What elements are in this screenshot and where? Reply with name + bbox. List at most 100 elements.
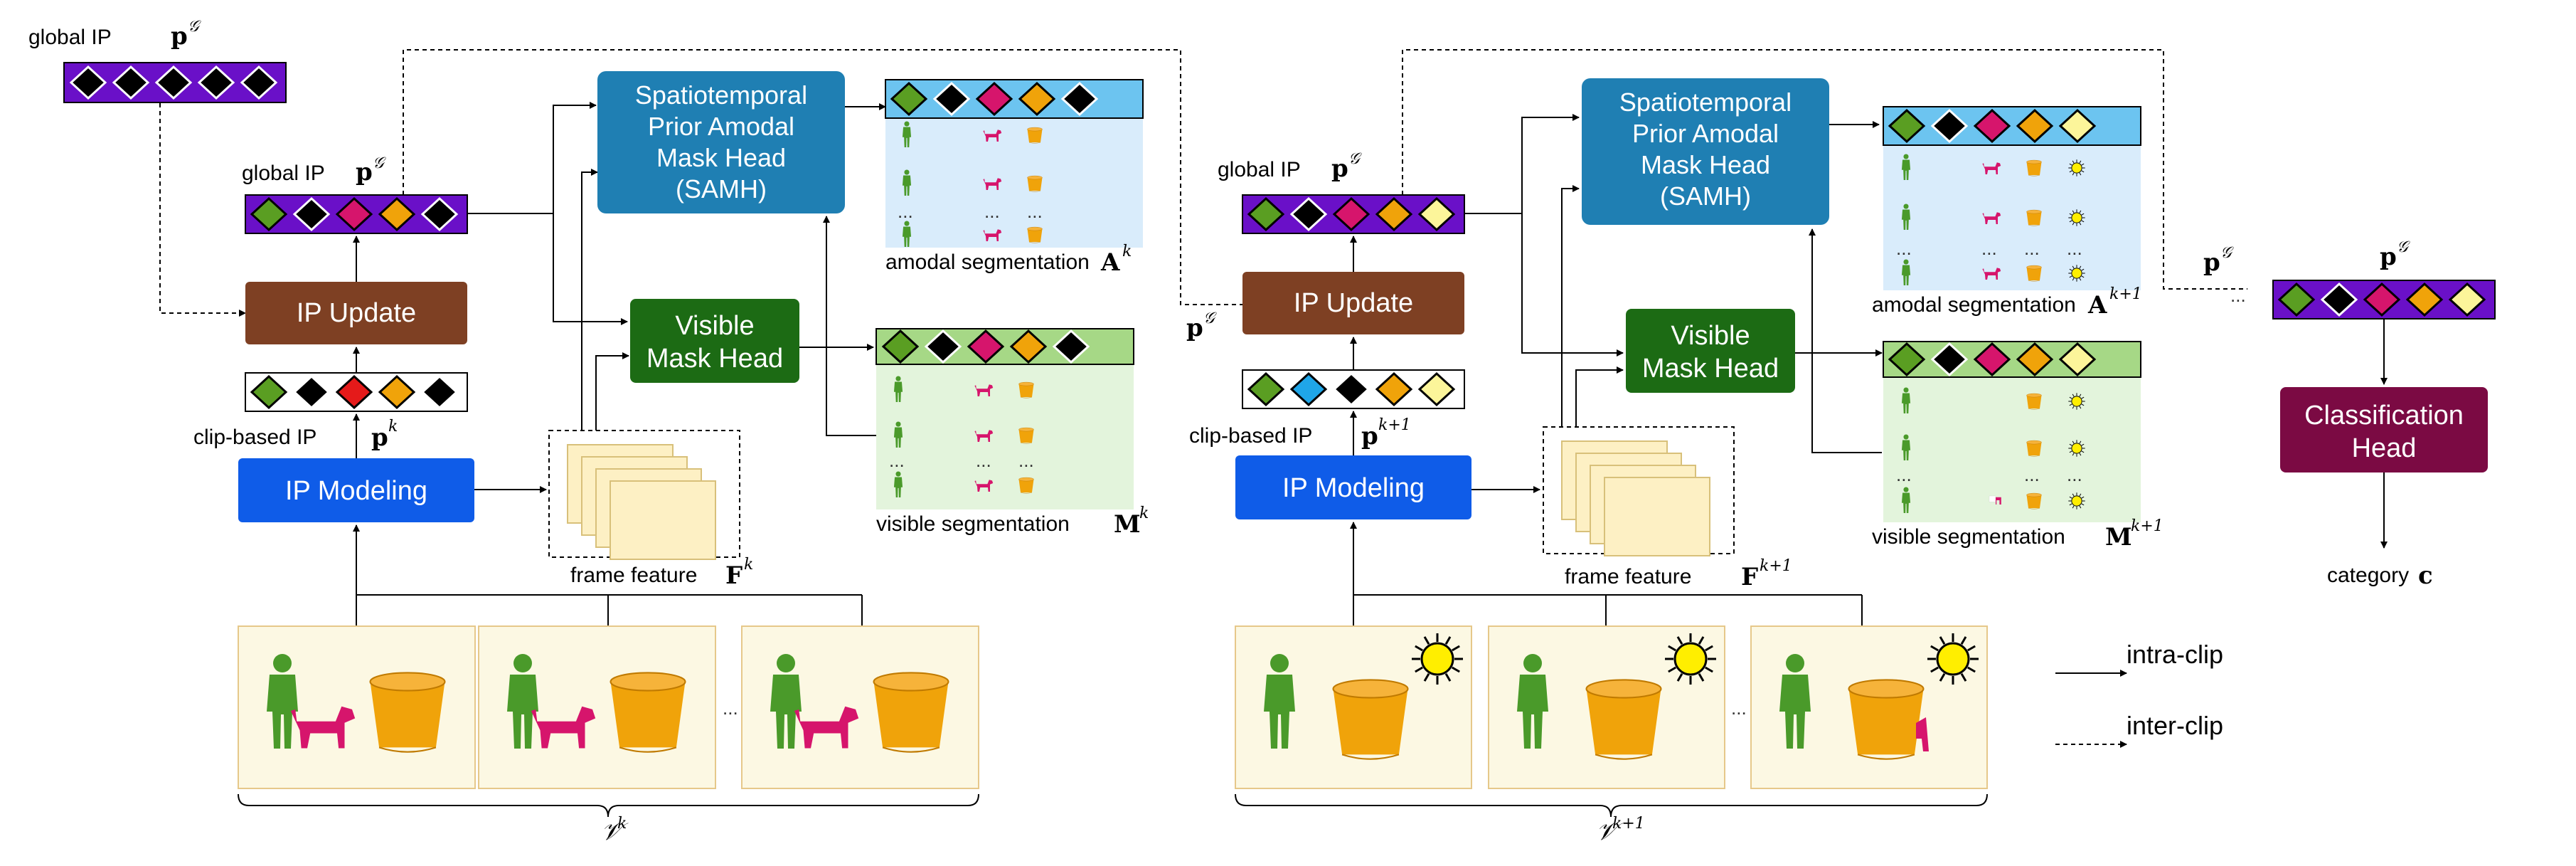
frame-scene <box>1264 633 1463 760</box>
samh-box <box>597 71 845 213</box>
frame-feature-label: frame feature <box>570 564 697 587</box>
matrix-ellipsis: ... <box>976 450 991 471</box>
arrow-visible-panel-to-samh <box>1809 228 1882 453</box>
visible-head-line: Mask Head <box>646 344 783 374</box>
classification-head-box <box>2280 387 2488 472</box>
a-symbol: A <box>1100 248 1120 277</box>
diamond-token-icon <box>2016 342 2054 377</box>
samh-line: Prior Amodal <box>648 112 794 141</box>
frame-feature-box <box>1543 426 1735 554</box>
bucket-icon <box>2026 265 2042 282</box>
updated-global-ip-tokens <box>1247 196 1456 232</box>
amodal-icons <box>1901 154 2085 286</box>
visible-head-line: Mask Head <box>1642 354 1779 384</box>
arrow-features-to-visible <box>1575 366 1624 427</box>
visible-seg-label: visible segmentation <box>1872 525 2065 549</box>
p-symbol: p <box>356 158 373 186</box>
matrix-ellipsis: ... <box>1896 238 1912 259</box>
frame-scene <box>770 654 949 753</box>
frame-feature-stack <box>1561 440 1710 556</box>
clip-ip-label: clip-based IP <box>1189 424 1312 448</box>
amodal-label: amodal segmentation <box>1872 293 2076 317</box>
bucket-icon <box>1018 381 1034 398</box>
bucket-icon <box>2026 209 2042 226</box>
diamond-token-icon <box>154 65 193 100</box>
diamond-token-icon <box>1375 196 1413 232</box>
sun-icon <box>2068 393 2085 410</box>
diamond-token-icon <box>420 374 459 410</box>
samh-line: Mask Head <box>1641 150 1770 179</box>
visible-header-bar <box>875 328 1134 365</box>
diamond-token-icon <box>1289 371 1328 407</box>
p-symbol: p <box>2203 248 2220 277</box>
dog-icon <box>1989 495 2001 505</box>
samh-line: (SAMH) <box>1660 181 1751 211</box>
bucket-icon <box>2026 492 2042 509</box>
diamond-token-icon <box>1973 342 2011 377</box>
samh-line: Spatiotemporal <box>635 80 807 110</box>
category-label: category <box>2327 564 2409 587</box>
diamond-token-icon <box>69 65 107 100</box>
clip-ip-tokens <box>1247 371 1456 407</box>
f-symbol: F <box>725 561 743 590</box>
diamond-token-icon <box>967 329 1005 364</box>
k-superscript: k <box>617 815 627 833</box>
g-superscript: 𝒢 <box>2397 238 2410 256</box>
person-icon <box>902 121 912 148</box>
samh-line: Mask Head <box>656 143 786 172</box>
p-symbol: p <box>1186 314 1203 342</box>
g-superscript: 𝒢 <box>2220 244 2234 262</box>
diamond-token-icon <box>2320 282 2358 317</box>
bucket-icon <box>1018 427 1034 444</box>
person-icon <box>902 169 912 196</box>
frame-scene <box>267 654 446 753</box>
arrow-visible-panel-to-samh <box>823 216 882 436</box>
ip-update-box <box>245 282 467 344</box>
sun-icon <box>2068 492 2085 509</box>
p-symbol: p <box>371 423 388 452</box>
dog-icon <box>983 130 1002 142</box>
frame-scene <box>1517 633 1716 760</box>
person-icon <box>1901 204 1911 231</box>
dog-icon <box>974 430 994 442</box>
frame-feature-label: frame feature <box>1565 565 1691 588</box>
diamond-token-icon <box>881 329 920 364</box>
global-ip-label: global IP <box>242 162 325 185</box>
diamond-token-icon <box>378 196 416 232</box>
diamond-token-icon <box>932 81 971 117</box>
sun-icon <box>1665 633 1716 685</box>
person-icon <box>1517 654 1548 749</box>
arrow-features-to-visible <box>595 352 629 431</box>
dog-icon <box>1982 268 2001 280</box>
person-icon <box>267 654 298 749</box>
person-icon <box>1779 654 1811 749</box>
ip-modeling-box <box>238 458 474 522</box>
global-ip-label: global IP <box>1218 158 1301 181</box>
visible-tokens <box>881 329 1090 364</box>
m-symbol: M <box>2105 523 2132 551</box>
m-symbol: M <box>1114 510 1141 539</box>
feature-map <box>1604 477 1710 556</box>
video-ellipsis: ... <box>1731 697 1747 719</box>
p-symbol: p <box>171 22 188 51</box>
diamond-token-icon <box>890 81 928 117</box>
matrix-ellipsis: ... <box>898 201 913 222</box>
legend-inter-label: inter-clip <box>2127 711 2223 740</box>
arrow-global-to-samh <box>1464 114 1580 214</box>
diamond-token-icon <box>1018 81 1056 117</box>
diamond-token-icon <box>2405 282 2444 317</box>
visible-head-line: Visible <box>675 311 754 341</box>
feature-map <box>610 480 716 560</box>
inter-clip-arrow-to-next <box>403 49 1256 308</box>
person-icon <box>1901 434 1911 461</box>
diamond-token-icon <box>2058 342 2097 377</box>
bucket-icon <box>1027 226 1043 243</box>
p-symbol: p <box>1331 154 1348 183</box>
person-icon <box>893 376 903 403</box>
person-icon <box>893 471 903 498</box>
p-symbol: p <box>2380 243 2397 271</box>
samh-box <box>1582 78 1829 225</box>
person-icon <box>1901 259 1911 286</box>
clip-ip-tokens <box>250 374 459 410</box>
